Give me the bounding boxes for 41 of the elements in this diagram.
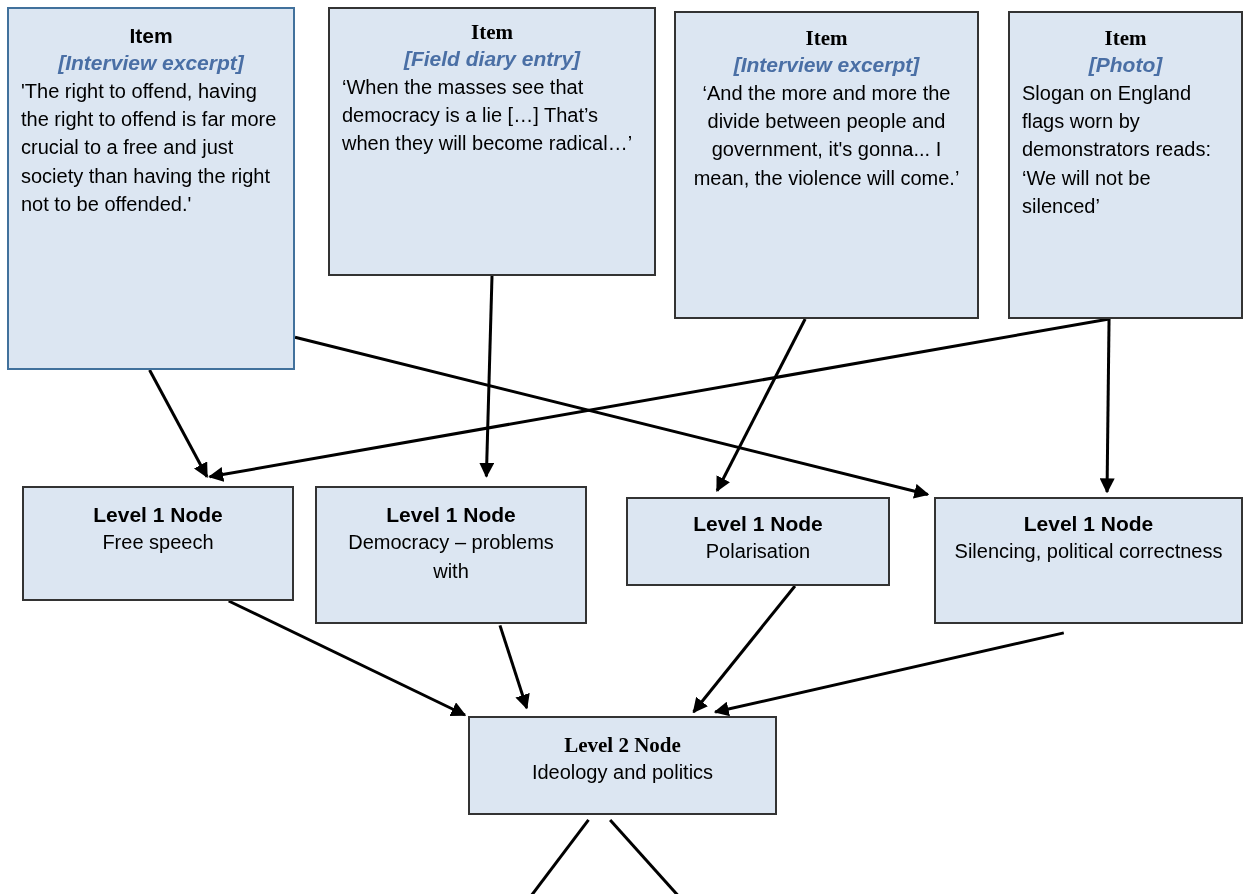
item-type: [Interview excerpt] xyxy=(732,52,921,79)
box-heading: Level 1 Node xyxy=(692,511,824,537)
node-label: Free speech xyxy=(101,530,215,556)
node-label: Ideology and politics xyxy=(530,760,715,786)
item-type: [Interview excerpt] xyxy=(56,50,246,77)
box-heading: Level 2 Node xyxy=(563,732,682,759)
arrow xyxy=(228,599,467,717)
box-heading: Item xyxy=(804,25,849,52)
quote-text: ‘And the more and more the divide between people and government, it's gonna... I mean, the violence will come.’ xyxy=(692,80,961,191)
arrow xyxy=(208,317,1110,482)
arrow xyxy=(715,318,807,493)
node-box xyxy=(468,716,777,815)
quote-text: 'The right to offend, having the right to offend is far more crucial to a free and just society than having the right not to be offended.' xyxy=(21,78,278,218)
item-box xyxy=(328,7,656,276)
node-label: Silencing, political correctness xyxy=(953,539,1224,565)
node-box xyxy=(626,497,890,586)
node-box xyxy=(22,486,294,601)
arrow xyxy=(479,275,495,478)
box-heading: Item xyxy=(470,19,514,46)
item-type: [Field diary entry] xyxy=(402,46,582,73)
node-box xyxy=(934,497,1243,624)
item-type: [Photo] xyxy=(1087,52,1164,79)
item-box xyxy=(1008,11,1243,319)
arrow xyxy=(148,369,209,479)
box-heading: Level 1 Node xyxy=(1022,511,1155,537)
box-heading: Item xyxy=(128,23,174,49)
arrow xyxy=(498,624,530,710)
box-heading: Item xyxy=(1103,25,1148,52)
item-box xyxy=(7,7,295,370)
item-box xyxy=(674,11,979,319)
quote-text: Slogan on England flags worn by demonstrators reads: ‘We will not be silenced’ xyxy=(1022,80,1212,220)
box-heading: Level 1 Node xyxy=(92,502,224,528)
arrow xyxy=(692,585,797,714)
node-box xyxy=(315,486,587,624)
node-label: Polarisation xyxy=(704,539,812,565)
node-label: Democracy – problems with xyxy=(347,530,555,584)
arrow xyxy=(294,335,930,499)
quote-text: ‘When the masses see that democracy is a lie […] That’s when they will become radical…’ xyxy=(342,74,634,157)
box-heading: Level 1 Node xyxy=(385,502,517,528)
arrow xyxy=(713,631,1065,717)
arrow xyxy=(1099,319,1115,494)
